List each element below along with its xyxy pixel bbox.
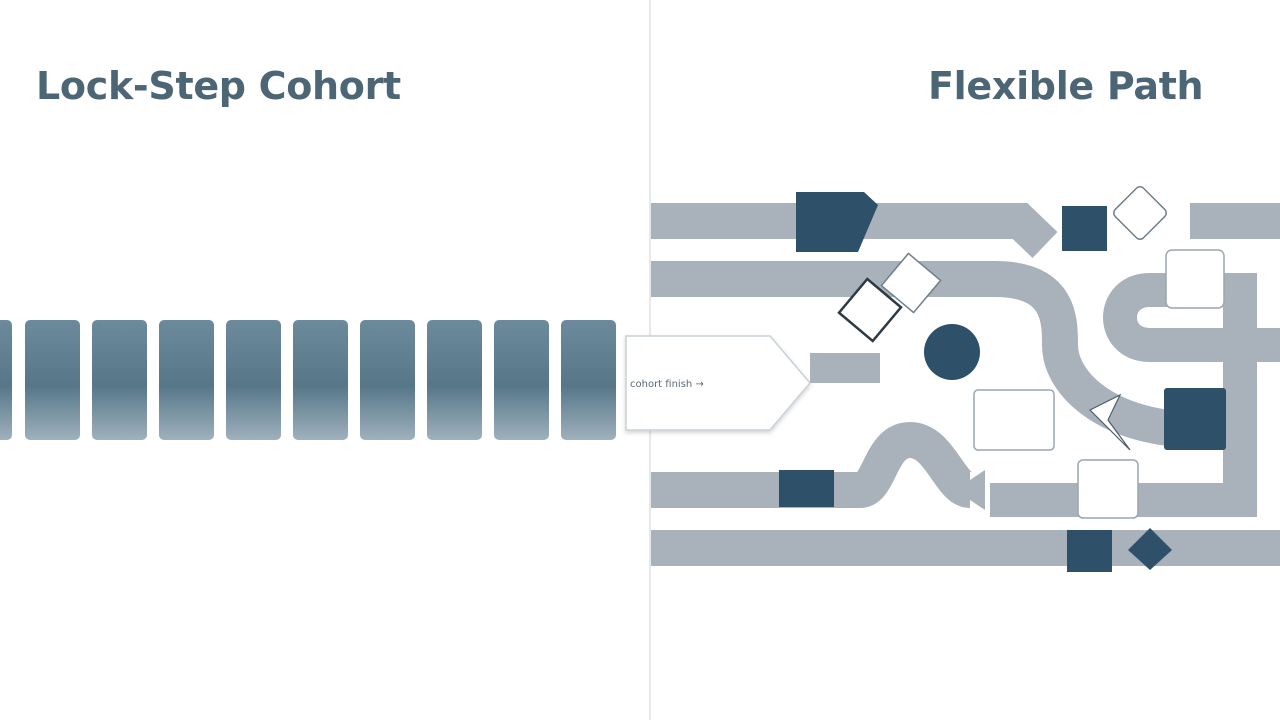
cohort-block	[92, 320, 147, 440]
dark-block	[796, 192, 878, 252]
lock-step-title: Lock-Step Cohort	[36, 64, 401, 108]
white-tilted-block	[880, 252, 942, 314]
cohort-block	[360, 320, 415, 440]
small-outline-marker	[1088, 393, 1131, 451]
cohort-finish-arrow	[625, 335, 811, 431]
dark-block	[1062, 206, 1107, 251]
cohort-connector	[80, 374, 88, 386]
dark-block	[1164, 388, 1226, 450]
cohort-block	[226, 320, 281, 440]
track-right-loop	[990, 273, 1280, 517]
cohort-block	[159, 320, 214, 440]
cohort-connector	[482, 374, 490, 386]
white-block	[973, 389, 1055, 451]
cohort-connector	[616, 374, 624, 386]
flexible-path-title: Flexible Path	[928, 64, 1204, 108]
track-top	[651, 203, 1058, 258]
cohort-block	[0, 320, 12, 440]
dark-block	[779, 470, 834, 507]
flexible-track-network	[651, 203, 1280, 566]
white-diamond	[1113, 186, 1167, 240]
cohort-connector	[549, 374, 557, 386]
cohort-block	[25, 320, 80, 440]
cohort-block	[293, 320, 348, 440]
white-block	[1077, 459, 1139, 519]
cohort-block	[427, 320, 482, 440]
cohort-connector	[147, 374, 155, 386]
dark-diamond	[1128, 528, 1172, 570]
cohort-finish-arrow-label: cohort finish →	[630, 379, 704, 390]
cohort-block	[561, 320, 616, 440]
cohort-connector	[415, 374, 423, 386]
cohort-block	[494, 320, 549, 440]
cohort-connector	[12, 374, 20, 386]
track-lower-hump	[651, 421, 975, 508]
cohort-block-row	[0, 320, 616, 440]
dark-block	[1067, 530, 1112, 572]
track-arrow-head	[955, 470, 985, 510]
cohort-connector	[281, 374, 289, 386]
track-upper-curve	[651, 261, 1201, 448]
cohort-connector	[348, 374, 356, 386]
dark-circle	[924, 324, 980, 380]
cohort-connector-row	[12, 374, 624, 386]
white-tilted-block	[837, 277, 903, 343]
white-block	[1165, 249, 1225, 309]
cohort-connector	[214, 374, 222, 386]
